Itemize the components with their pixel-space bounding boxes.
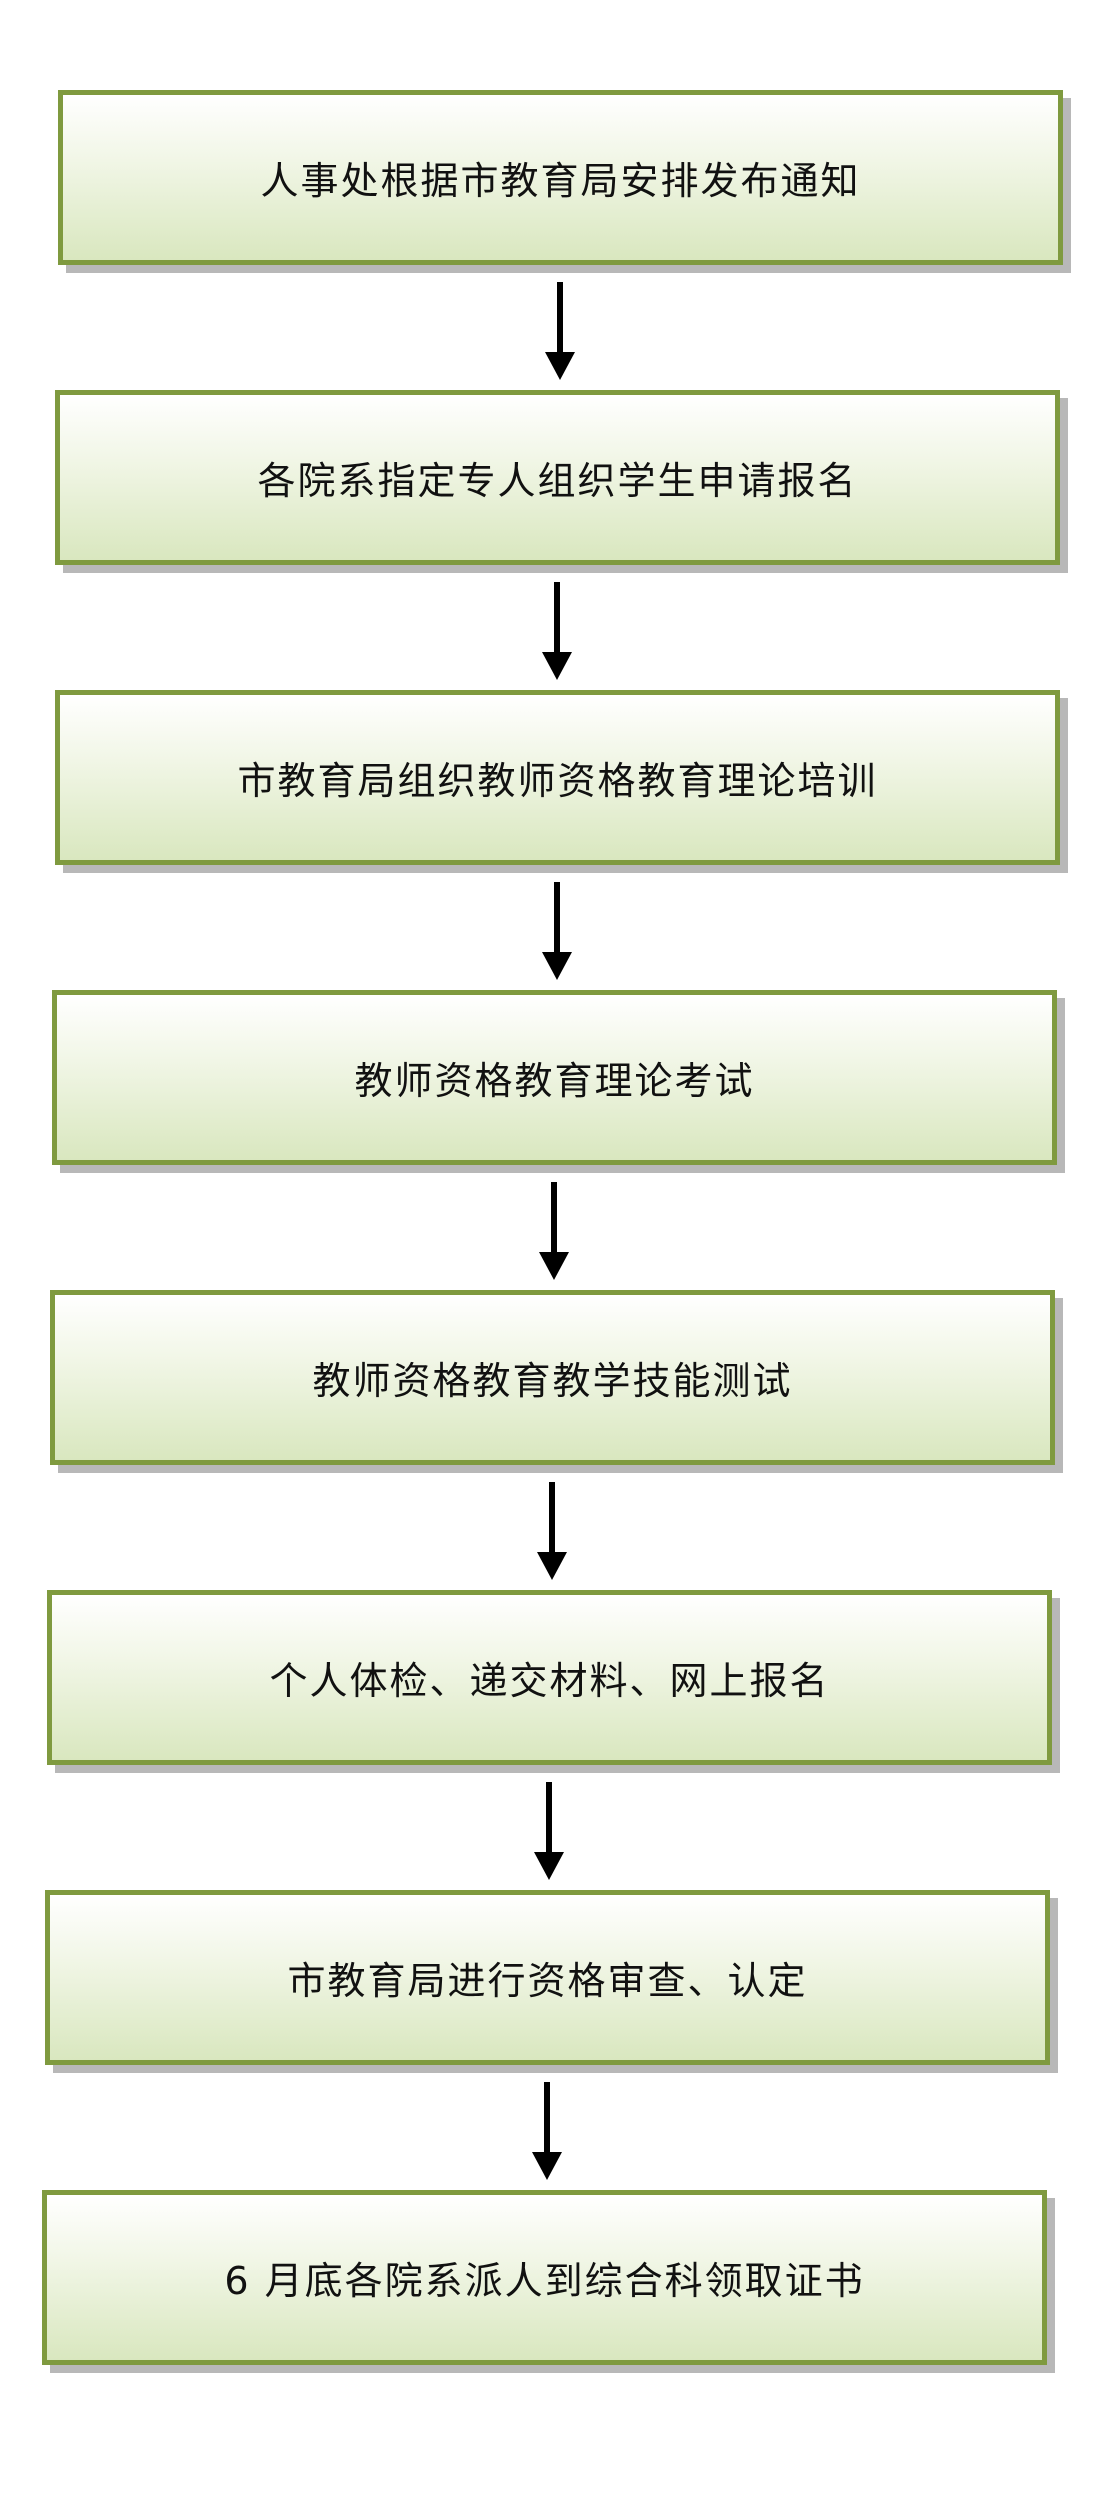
step-label-5: 教师资格教育教学技能测试 (312, 1359, 793, 1403)
arrow-down-icon (539, 1182, 569, 1280)
step-label-7: 市教育局进行资格审查、认定 (287, 1959, 808, 2003)
arrow-down-icon (534, 1782, 564, 1880)
step-box-4: 教师资格教育理论考试 (52, 990, 1057, 1165)
step-label-6: 个人体检、递交材料、网上报名 (269, 1659, 830, 1703)
arrow-down-icon (545, 282, 575, 380)
step-box-6: 个人体检、递交材料、网上报名 (47, 1590, 1052, 1765)
step-box-5: 教师资格教育教学技能测试 (50, 1290, 1055, 1465)
step-box-8: 6 月底各院系派人到综合科领取证书 (42, 2190, 1047, 2365)
step-box-1: 人事处根据市教育局安排发布通知 (58, 90, 1063, 265)
arrow-down-icon (542, 582, 572, 680)
step-label-4: 教师资格教育理论考试 (354, 1059, 755, 1103)
step-label-8: 6 月底各院系派人到综合科领取证书 (224, 2259, 865, 2303)
arrow-down-icon (537, 1482, 567, 1580)
step-box-2: 各院系指定专人组织学生申请报名 (55, 390, 1060, 565)
step-label-1: 人事处根据市教育局安排发布通知 (260, 159, 861, 203)
arrow-down-icon (532, 2082, 562, 2180)
step-box-3: 市教育局组织教师资格教育理论培训 (55, 690, 1060, 865)
step-box-7: 市教育局进行资格审查、认定 (45, 1890, 1050, 2065)
step-label-2: 各院系指定专人组织学生申请报名 (257, 459, 858, 503)
step-label-3: 市教育局组织教师资格教育理论培训 (237, 759, 878, 803)
arrow-down-icon (542, 882, 572, 980)
